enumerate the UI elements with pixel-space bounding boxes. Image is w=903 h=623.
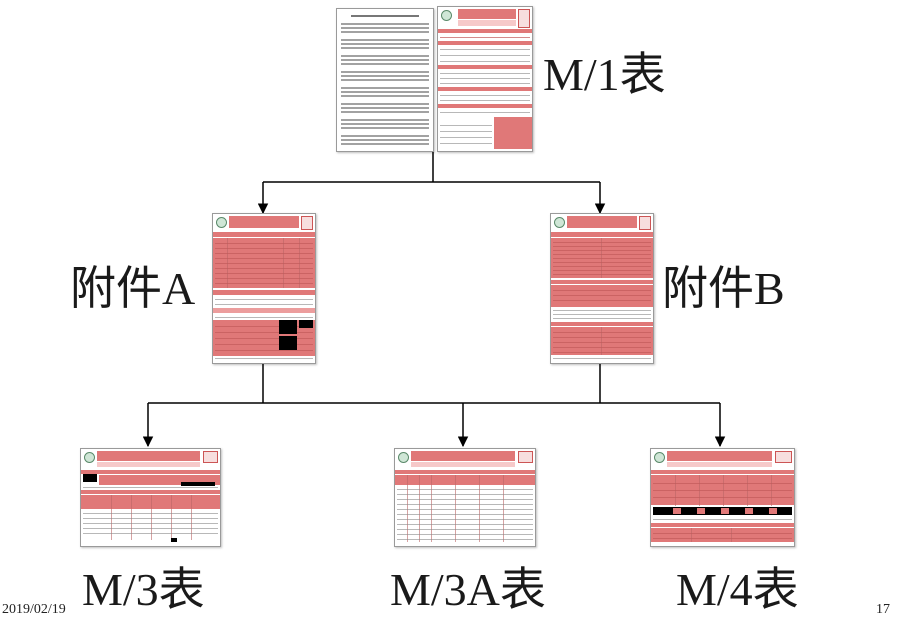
node-label-annex-a: 附件A <box>70 263 196 314</box>
node-label-m1: M/1表 <box>543 49 666 100</box>
m3-thumbnail <box>80 448 221 547</box>
node-label-m3a: M/3A表 <box>390 564 546 615</box>
m1-form-thumbnail <box>437 6 533 152</box>
annex-b-thumbnail <box>550 213 654 364</box>
node-label-m3: M/3表 <box>82 564 205 615</box>
slide-number: 17 <box>876 602 890 617</box>
annex-a-thumbnail <box>212 213 316 364</box>
node-label-annex-b: 附件B <box>662 263 785 314</box>
node-label-m4: M/4表 <box>676 564 799 615</box>
m3a-thumbnail <box>394 448 536 547</box>
m4-thumbnail <box>650 448 795 547</box>
footer-date: 2019/02/19 <box>2 602 66 617</box>
m1-instructions-thumbnail <box>336 8 434 152</box>
